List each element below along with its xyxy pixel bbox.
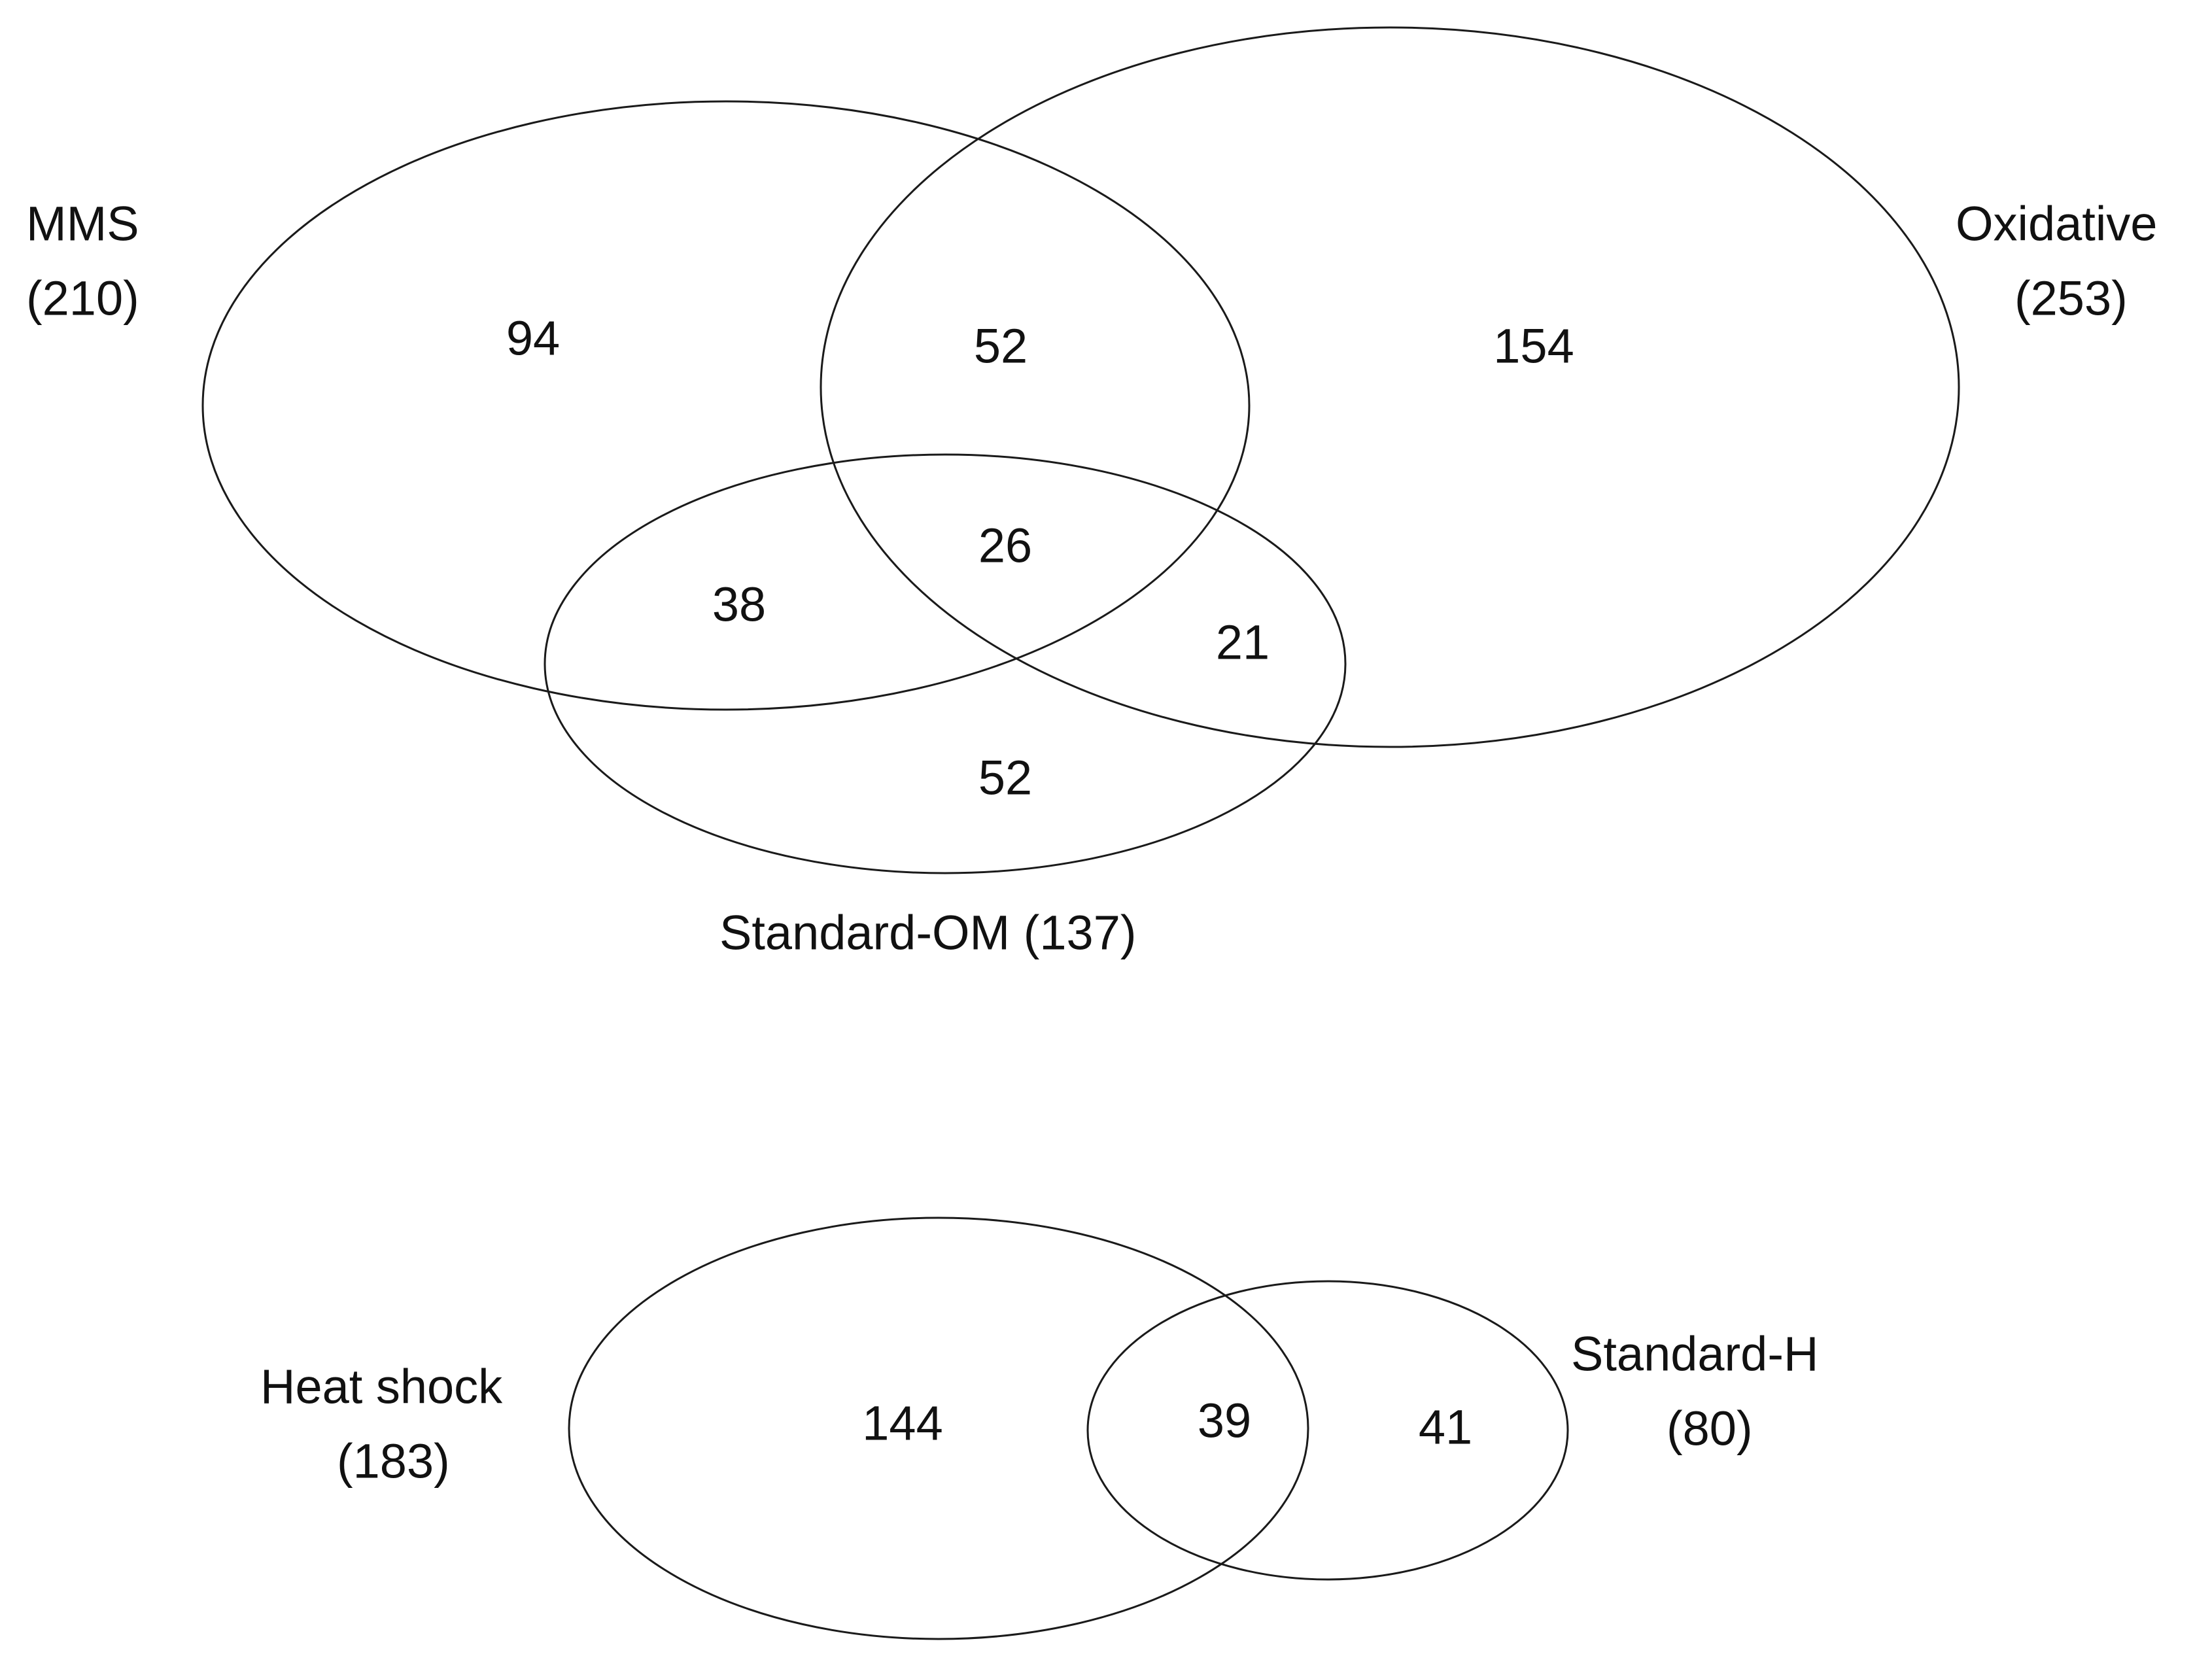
region-heat-shock-standard-h: 39 [1198,1394,1251,1448]
region-mms-only: 94 [506,311,560,366]
standard-h-set-name: Standard-H [1571,1327,1818,1381]
region-standard-h-only: 41 [1419,1400,1472,1455]
standard-om-ellipse [544,453,1347,874]
region-heat-shock-only: 144 [862,1396,942,1451]
mms-set-name: MMS [26,197,139,251]
oxidative-set-name: Oxidative [1956,197,2157,251]
region-all-three: 26 [978,519,1032,573]
heat-shock-ellipse [568,1216,1309,1640]
region-oxidative-standard-om: 21 [1216,615,1270,670]
heat-shock-set-name: Heat shock [260,1360,503,1414]
heat-shock-set-total: (183) [337,1434,450,1489]
mms-ellipse [201,100,1251,711]
region-oxidative-only: 154 [1493,319,1574,373]
region-standard-om-only: 52 [978,751,1032,805]
oxidative-ellipse [820,26,1960,748]
standard-om-set-label: Standard-OM (137) [719,906,1137,960]
mms-set-total: (210) [26,271,139,326]
top-venn-diagram: MMS (210) Oxidative (253) Standard-OM (1… [26,26,2157,960]
standard-h-ellipse [1086,1280,1569,1581]
region-mms-standard-om: 38 [712,578,766,632]
standard-h-set-total: (80) [1667,1402,1753,1456]
region-mms-oxidative: 52 [974,319,1028,373]
bottom-venn-diagram: Heat shock (183) Standard-H (80) 144 39 … [260,1216,1818,1640]
oxidative-set-total: (253) [2014,271,2128,326]
